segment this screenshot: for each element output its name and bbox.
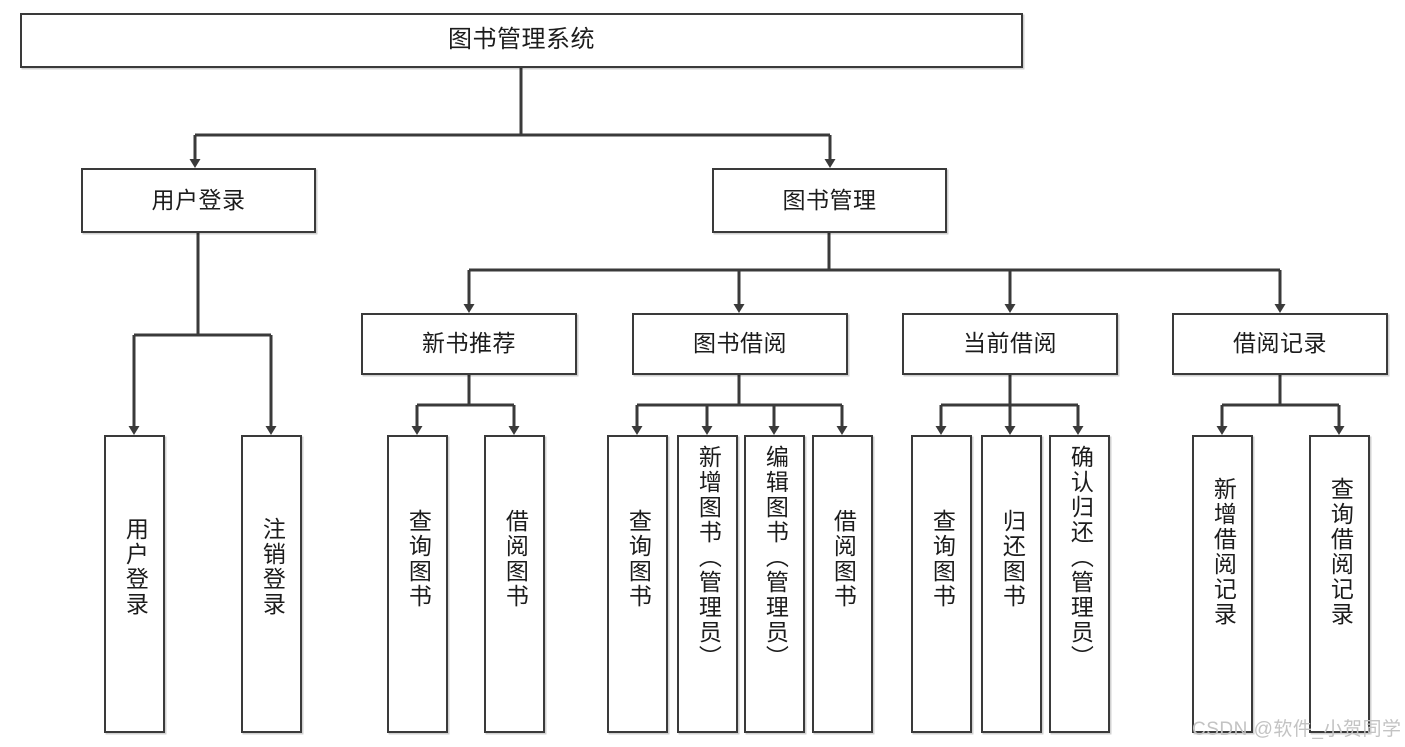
- node-leaf-query-book-3-label: 查询图书: [929, 509, 956, 609]
- node-root-label: 图书管理系统: [448, 26, 595, 54]
- node-leaf-add-book[interactable]: 新增图书（管理员）: [677, 435, 738, 733]
- node-leaf-add-book-label: 新增图书（管理员）: [695, 445, 722, 670]
- node-leaf-query-record-label: 查询借阅记录: [1327, 477, 1354, 627]
- node-book-borrow[interactable]: 图书借阅: [632, 313, 848, 375]
- node-leaf-edit-book[interactable]: 编辑图书（管理员）: [744, 435, 805, 733]
- node-book-borrow-label: 图书借阅: [693, 330, 787, 357]
- node-user-login-label: 用户登录: [151, 186, 246, 213]
- node-leaf-return-book-label: 归还图书: [999, 509, 1026, 609]
- node-leaf-logout-login-label: 注销登录: [259, 517, 286, 617]
- node-leaf-return-book[interactable]: 归还图书: [981, 435, 1042, 733]
- node-root[interactable]: 图书管理系统: [20, 13, 1023, 68]
- node-borrow-record[interactable]: 借阅记录: [1172, 313, 1388, 375]
- node-book-manage-label: 图书管理: [782, 186, 877, 213]
- node-leaf-borrow-book-2[interactable]: 借阅图书: [812, 435, 873, 733]
- node-leaf-add-record[interactable]: 新增借阅记录: [1192, 435, 1253, 733]
- node-new-book-recommend-label: 新书推荐: [422, 330, 516, 357]
- node-leaf-query-book-1-label: 查询图书: [405, 509, 432, 609]
- node-leaf-confirm-return-label: 确认归还（管理员）: [1067, 445, 1094, 670]
- node-new-book-recommend[interactable]: 新书推荐: [361, 313, 577, 375]
- node-leaf-borrow-book-1[interactable]: 借阅图书: [484, 435, 545, 733]
- node-book-manage[interactable]: 图书管理: [712, 168, 947, 233]
- node-leaf-query-record[interactable]: 查询借阅记录: [1309, 435, 1370, 733]
- node-leaf-user-login[interactable]: 用户登录: [104, 435, 165, 733]
- node-leaf-confirm-return[interactable]: 确认归还（管理员）: [1049, 435, 1110, 733]
- node-leaf-logout-login[interactable]: 注销登录: [241, 435, 302, 733]
- node-borrow-record-label: 借阅记录: [1233, 330, 1327, 357]
- node-leaf-query-book-2-label: 查询图书: [625, 509, 652, 609]
- node-leaf-query-book-3[interactable]: 查询图书: [911, 435, 972, 733]
- node-current-borrow[interactable]: 当前借阅: [902, 313, 1118, 375]
- node-leaf-add-record-label: 新增借阅记录: [1210, 477, 1237, 627]
- node-leaf-edit-book-label: 编辑图书（管理员）: [762, 445, 789, 670]
- node-leaf-query-book-2[interactable]: 查询图书: [607, 435, 668, 733]
- node-leaf-borrow-book-1-label: 借阅图书: [502, 509, 529, 609]
- node-leaf-borrow-book-2-label: 借阅图书: [830, 509, 857, 609]
- node-leaf-user-login-label: 用户登录: [122, 517, 149, 617]
- node-user-login[interactable]: 用户登录: [81, 168, 316, 233]
- node-current-borrow-label: 当前借阅: [963, 330, 1057, 357]
- node-leaf-query-book-1[interactable]: 查询图书: [387, 435, 448, 733]
